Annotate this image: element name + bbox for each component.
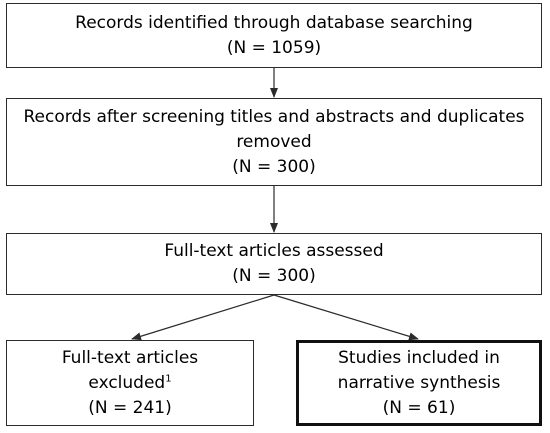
arrow-assessed-to-included <box>273 294 419 341</box>
identified-count: (N = 1059) <box>226 37 322 58</box>
excluded-box: Full-text articles excluded1 (N = 241) <box>6 340 254 426</box>
screened-count: (N = 300) <box>232 156 316 177</box>
screened-label-line1: Records after screening titles and abstr… <box>23 106 525 127</box>
included-label-line2: narrative synthesis <box>337 372 501 393</box>
assessed-box: Full-text articles assessed (N = 300) <box>6 233 542 295</box>
excluded-label-text: excluded <box>88 372 166 393</box>
included-count: (N = 61) <box>382 397 456 418</box>
excluded-label-line2: excluded1 <box>88 371 171 396</box>
screened-label-line2: removed <box>236 131 312 152</box>
included-label-line1: Studies included in <box>338 347 500 368</box>
assessed-label: Full-text articles assessed <box>164 241 384 261</box>
screened-box: Records after screening titles and abstr… <box>6 98 542 186</box>
identified-box: Records identified through database sear… <box>6 3 542 68</box>
assessed-count: (N = 300) <box>232 266 316 286</box>
included-box: Studies included in narrative synthesis … <box>296 340 542 426</box>
arrow-assessed-to-excluded <box>131 294 275 341</box>
footnote-marker: 1 <box>165 372 172 384</box>
identified-label: Records identified through database sear… <box>75 12 473 33</box>
excluded-label-line1: Full-text articles <box>61 347 199 368</box>
excluded-count: (N = 241) <box>88 397 172 418</box>
